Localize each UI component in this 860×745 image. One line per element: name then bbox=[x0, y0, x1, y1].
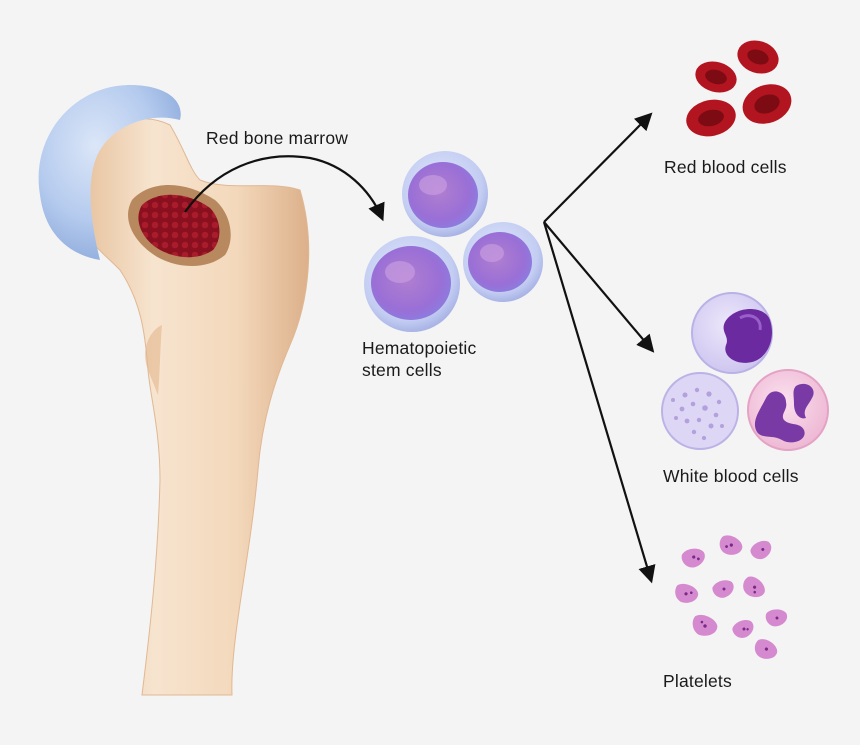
white-blood-cell-neutrophil bbox=[747, 369, 829, 451]
arrow-to-white-blood-cells bbox=[543, 221, 655, 353]
red-blood-cell bbox=[695, 61, 737, 93]
white-blood-cells-group bbox=[661, 292, 829, 451]
stem-cell bbox=[463, 222, 543, 302]
branch-arrows bbox=[542, 112, 656, 584]
granules bbox=[671, 387, 724, 441]
label-hematopoietic-stem-cells: Hematopoietic stem cells bbox=[362, 337, 476, 381]
platelet bbox=[681, 548, 705, 568]
stem-cell bbox=[364, 236, 460, 332]
arrow-to-red-blood-cells bbox=[543, 112, 653, 223]
femoral-head-cartilage bbox=[38, 85, 181, 260]
platelet bbox=[765, 609, 788, 627]
arrow-to-platelets bbox=[542, 221, 656, 584]
stem-cell bbox=[402, 151, 488, 237]
platelet bbox=[754, 639, 778, 659]
platelet bbox=[712, 580, 734, 598]
red-blood-cells-group bbox=[686, 40, 792, 137]
red-blood-cell bbox=[742, 84, 792, 124]
label-white-blood-cells: White blood cells bbox=[663, 466, 799, 486]
platelets-group bbox=[675, 535, 788, 659]
arrow-marrow-to-stem bbox=[184, 155, 385, 222]
red-blood-cell bbox=[737, 40, 779, 74]
white-blood-cell-lymphocyte bbox=[691, 292, 773, 374]
stem-cells-group bbox=[364, 151, 543, 332]
platelet bbox=[719, 535, 743, 555]
label-stem-line2: stem cells bbox=[362, 360, 442, 380]
femur-bone bbox=[69, 118, 310, 696]
platelet bbox=[675, 583, 699, 603]
red-blood-cell bbox=[686, 99, 736, 137]
label-red-blood-cells: Red blood cells bbox=[664, 157, 787, 177]
label-stem-line1: Hematopoietic bbox=[362, 338, 477, 358]
platelet bbox=[732, 620, 754, 638]
platelet bbox=[743, 576, 765, 598]
label-platelets: Platelets bbox=[663, 671, 732, 691]
platelet bbox=[692, 614, 718, 636]
label-red-bone-marrow: Red bone marrow bbox=[206, 128, 349, 148]
platelet bbox=[750, 540, 772, 560]
red-bone-marrow-cavity bbox=[128, 185, 231, 267]
white-blood-cell-granulocyte bbox=[661, 372, 739, 450]
